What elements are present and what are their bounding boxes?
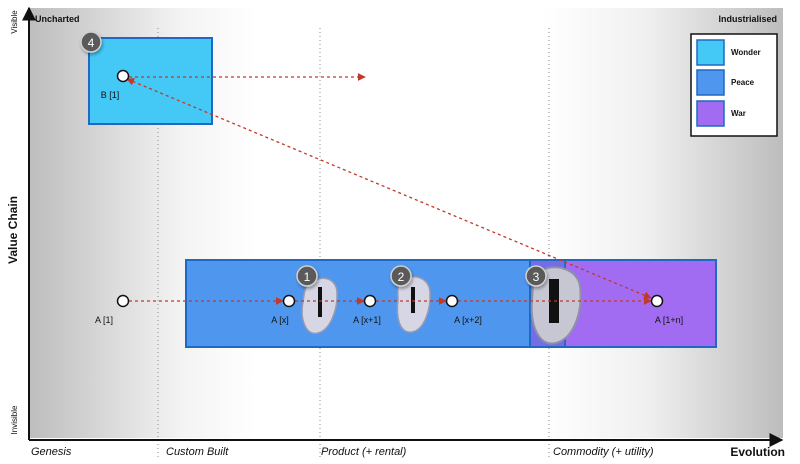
marker-label-3: 3 (533, 270, 540, 284)
legend-label-wonder: Wonder (731, 48, 761, 57)
component-a1[interactable]: A [1] (95, 294, 130, 326)
component-node-a1[interactable] (116, 294, 130, 308)
component-label-ax2: A [x+2] (454, 315, 482, 325)
component-label-a1: A [1] (95, 315, 113, 325)
marker-2: 2 (390, 265, 412, 287)
marker-label-2: 2 (398, 270, 405, 284)
y-axis-top-label: Visible (10, 10, 19, 34)
legend-label-war: War (731, 109, 746, 118)
stage-genesis: Genesis (31, 446, 72, 458)
component-ax[interactable]: A [x] (271, 294, 296, 326)
x-axis-title: Evolution (730, 445, 785, 459)
component-node-ax1[interactable] (363, 294, 377, 308)
marker-3: 3 (525, 265, 547, 287)
component-node-b1[interactable] (116, 69, 130, 83)
inertia-bar-1 (318, 287, 322, 317)
y-axis-bottom-label: Invisible (10, 405, 19, 434)
component-b1[interactable]: B [1] (101, 69, 130, 101)
inertia-bar-2 (411, 287, 415, 313)
flow-b1-a1n (126, 78, 652, 299)
component-node-ax[interactable] (282, 294, 296, 308)
region-wonder (88, 37, 213, 125)
corner-label-industrialised: Industrialised (718, 14, 777, 24)
component-ax2[interactable]: A [x+2] (445, 294, 482, 326)
stage-product: Product (+ rental) (321, 446, 407, 458)
y-axis-title: Value Chain (6, 196, 20, 264)
component-node-ax2[interactable] (445, 294, 459, 308)
legend: Wonder Peace War (690, 33, 778, 137)
component-ax1[interactable]: A [x+1] (353, 294, 381, 326)
marker-label-4: 4 (88, 36, 95, 50)
stage-commodity: Commodity (+ utility) (553, 446, 654, 458)
component-label-ax: A [x] (271, 315, 289, 325)
marker-4: 4 (80, 31, 102, 53)
component-label-a1n: A [1+n] (655, 315, 683, 325)
legend-swatch-war (696, 100, 725, 127)
legend-label-peace: Peace (731, 78, 755, 87)
marker-1: 1 (296, 265, 318, 287)
corner-label-uncharted: Uncharted (35, 14, 80, 24)
stage-custom-built: Custom Built (166, 446, 229, 458)
component-label-b1: B [1] (101, 90, 120, 100)
legend-swatch-peace (696, 69, 725, 96)
component-label-ax1: A [x+1] (353, 315, 381, 325)
marker-label-1: 1 (304, 270, 311, 284)
component-node-a1n[interactable] (650, 294, 664, 308)
legend-swatch-wonder (696, 39, 725, 66)
flow-arrows (126, 73, 652, 305)
component-a1n[interactable]: A [1+n] (650, 294, 684, 326)
